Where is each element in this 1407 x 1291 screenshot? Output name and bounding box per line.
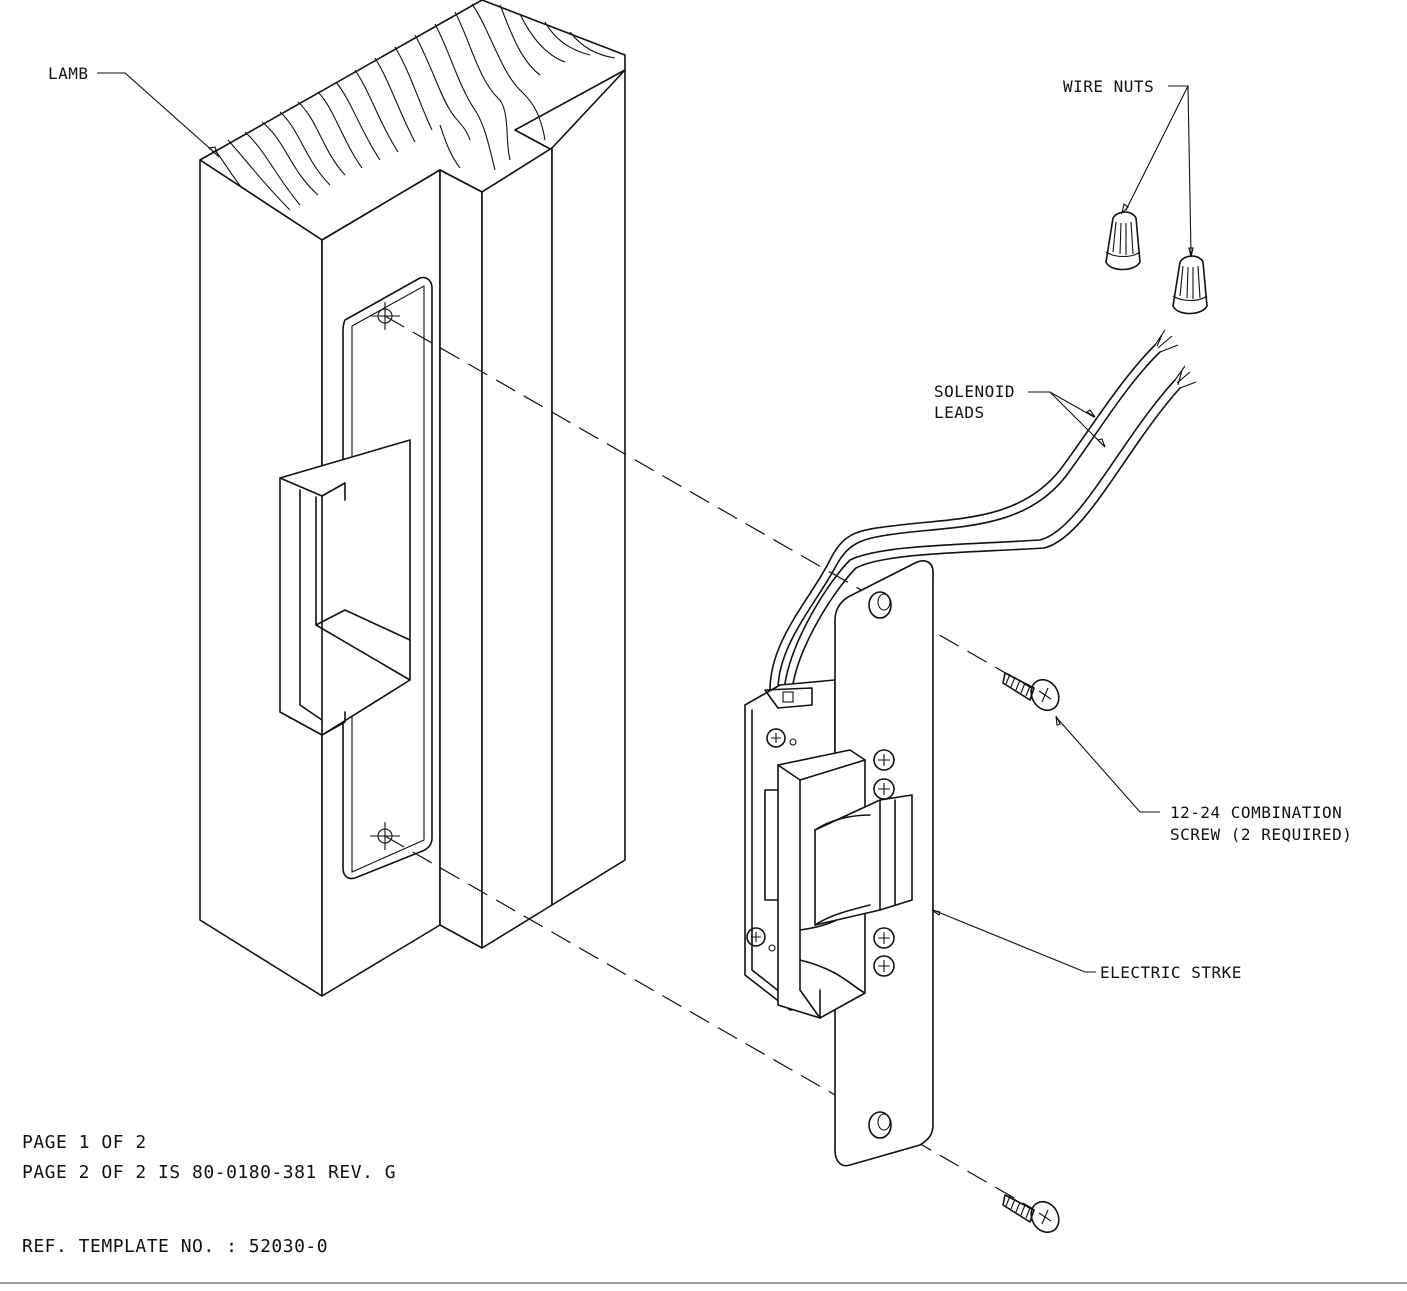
label-lamb: LAMB [48, 64, 89, 83]
label-solenoid-line1: SOLENOID [934, 382, 1015, 401]
wire-nut-icon [1105, 211, 1141, 271]
jamb-stop-face [439, 169, 483, 949]
body-screw-top [766, 728, 797, 748]
note-page-line1: PAGE 1 OF 2 [22, 1132, 147, 1153]
label-electric-strike: ELECTRIC STRKE [1100, 963, 1242, 982]
alignment-line-bottom [384, 835, 1036, 1211]
wood-grain [214, 3, 616, 211]
note-template-ref: REF. TEMPLATE NO. : 52030-0 [22, 1236, 328, 1257]
label-wire-nuts: WIRE NUTS [1063, 77, 1154, 96]
phillips-screw-head-icon [873, 749, 895, 977]
label-solenoid-line2: LEADS [934, 403, 985, 422]
wire-nut-icon [1172, 255, 1208, 315]
faceplate-hole-top [868, 591, 892, 619]
faceplate-recess [342, 276, 433, 880]
jamb-back-face [551, 69, 626, 906]
jamb-stop-front [481, 147, 553, 949]
electric-strike [744, 560, 934, 1167]
door-jamb [199, 0, 626, 997]
faceplate-hole-bottom [868, 1111, 892, 1139]
note-page-line2: PAGE 2 OF 2 IS 80-0180-381 REV. G [22, 1162, 396, 1183]
solenoid-leads [769, 329, 1197, 691]
screw-icon [1002, 672, 1060, 712]
body-screw-bottom [746, 927, 776, 952]
label-screw-line1: 12-24 COMBINATION [1170, 803, 1342, 822]
screw-icon [1002, 1194, 1060, 1234]
label-screw-line2: SCREW (2 REQUIRED) [1170, 825, 1352, 844]
leader-lines [97, 72, 1194, 973]
